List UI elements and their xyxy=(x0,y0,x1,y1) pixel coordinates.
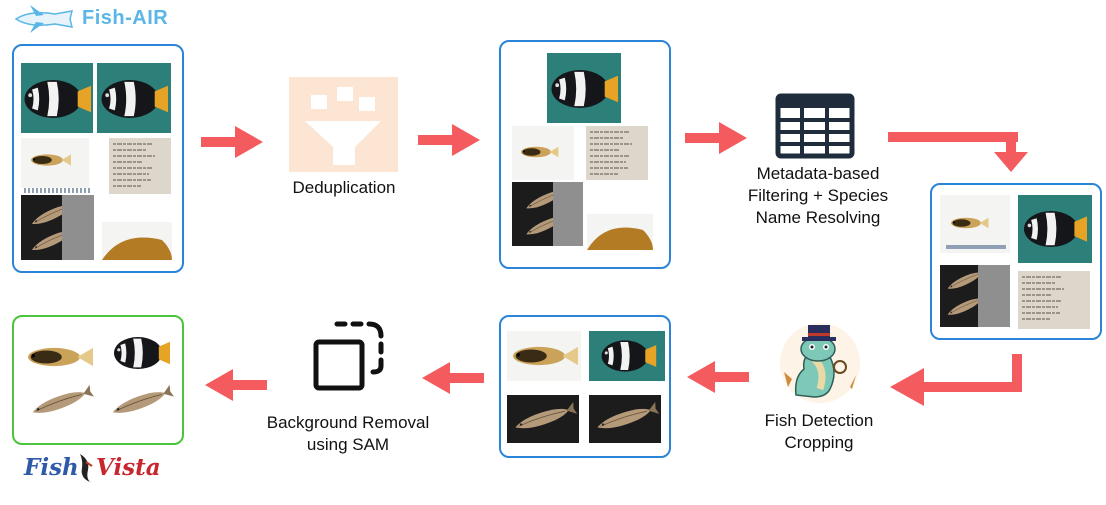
funnel-icon xyxy=(289,77,398,172)
goldfish-specimen-image xyxy=(512,126,574,180)
goldfish-specimen-image xyxy=(21,138,89,188)
goldfish-crop-image xyxy=(507,331,581,381)
gecko-mascot-icon xyxy=(780,323,860,403)
segmented-goldfish xyxy=(28,347,93,367)
bgremoval-label: Background Removal using SAM xyxy=(246,412,450,456)
cropped-images-box xyxy=(499,315,671,458)
handwritten-label-image xyxy=(109,138,171,194)
fish-vista-logo: Fish Vista xyxy=(24,452,174,488)
arrow-to-dedup xyxy=(201,126,263,158)
handwritten-label-image xyxy=(1018,271,1090,329)
fish-vista-logo-vista: Vista xyxy=(96,454,161,481)
segmented-trout xyxy=(30,384,95,419)
filter-label-line1: Metadata-based xyxy=(756,164,880,183)
clownfish-image-duplicate xyxy=(97,63,171,133)
detection-label-line1: Fish Detection xyxy=(764,411,874,430)
dedup-label: Deduplication xyxy=(292,178,396,197)
arrow-to-filtered xyxy=(888,132,1028,172)
fish-fin-closeup-image xyxy=(587,214,653,250)
bgremoval-label-line1: Background Removal xyxy=(266,413,430,432)
trout-crop-image-2 xyxy=(589,395,661,443)
arrow-to-detection xyxy=(890,354,1022,406)
segmented-clownfish xyxy=(114,337,170,369)
table-icon xyxy=(775,93,855,159)
fish-vista-logo-fish: Fish xyxy=(24,454,79,481)
filtered-images-box xyxy=(930,183,1102,340)
arrow-to-cropped xyxy=(687,361,749,393)
deduplicated-images-box xyxy=(499,40,671,269)
trout-crop-image xyxy=(507,395,579,443)
bgremoval-label-line2: using SAM xyxy=(306,435,390,454)
specimen-tag-image xyxy=(553,182,583,246)
detection-label-line2: Cropping xyxy=(784,433,854,452)
fish-fin-closeup-image xyxy=(102,222,172,260)
specimen-tag-image xyxy=(62,195,94,260)
filter-label: Metadata-based Filtering + Species Name … xyxy=(718,163,918,229)
crop-icon xyxy=(313,321,384,391)
fish-silhouette-icon xyxy=(80,454,93,482)
detection-label: Fish Detection Cropping xyxy=(736,410,902,454)
clownfish-image xyxy=(21,63,93,133)
clownfish-crop-image xyxy=(589,331,665,381)
goldfish-specimen-image xyxy=(940,195,1010,253)
fish-air-title: Fish-AIR xyxy=(82,7,169,29)
filter-label-line2: Filtering + Species xyxy=(747,186,889,205)
arrow-to-bgremoval xyxy=(422,362,484,394)
filter-label-line3: Name Resolving xyxy=(755,208,881,227)
clownfish-image xyxy=(547,53,621,123)
clownfish-image xyxy=(1018,195,1092,263)
arrow-to-filter xyxy=(685,122,747,154)
airplane-fish-icon xyxy=(14,5,74,33)
arrow-to-deduped xyxy=(418,124,480,156)
arrow-to-final xyxy=(205,369,267,401)
segmented-trout-2 xyxy=(110,384,175,419)
handwritten-label-image xyxy=(586,126,648,180)
raw-images-box xyxy=(12,44,184,273)
final-fish-vista-box xyxy=(12,315,184,445)
trout-specimen-image xyxy=(940,265,1010,327)
fish-air-logo: Fish-AIR xyxy=(10,2,180,36)
ruler-image xyxy=(24,188,92,193)
